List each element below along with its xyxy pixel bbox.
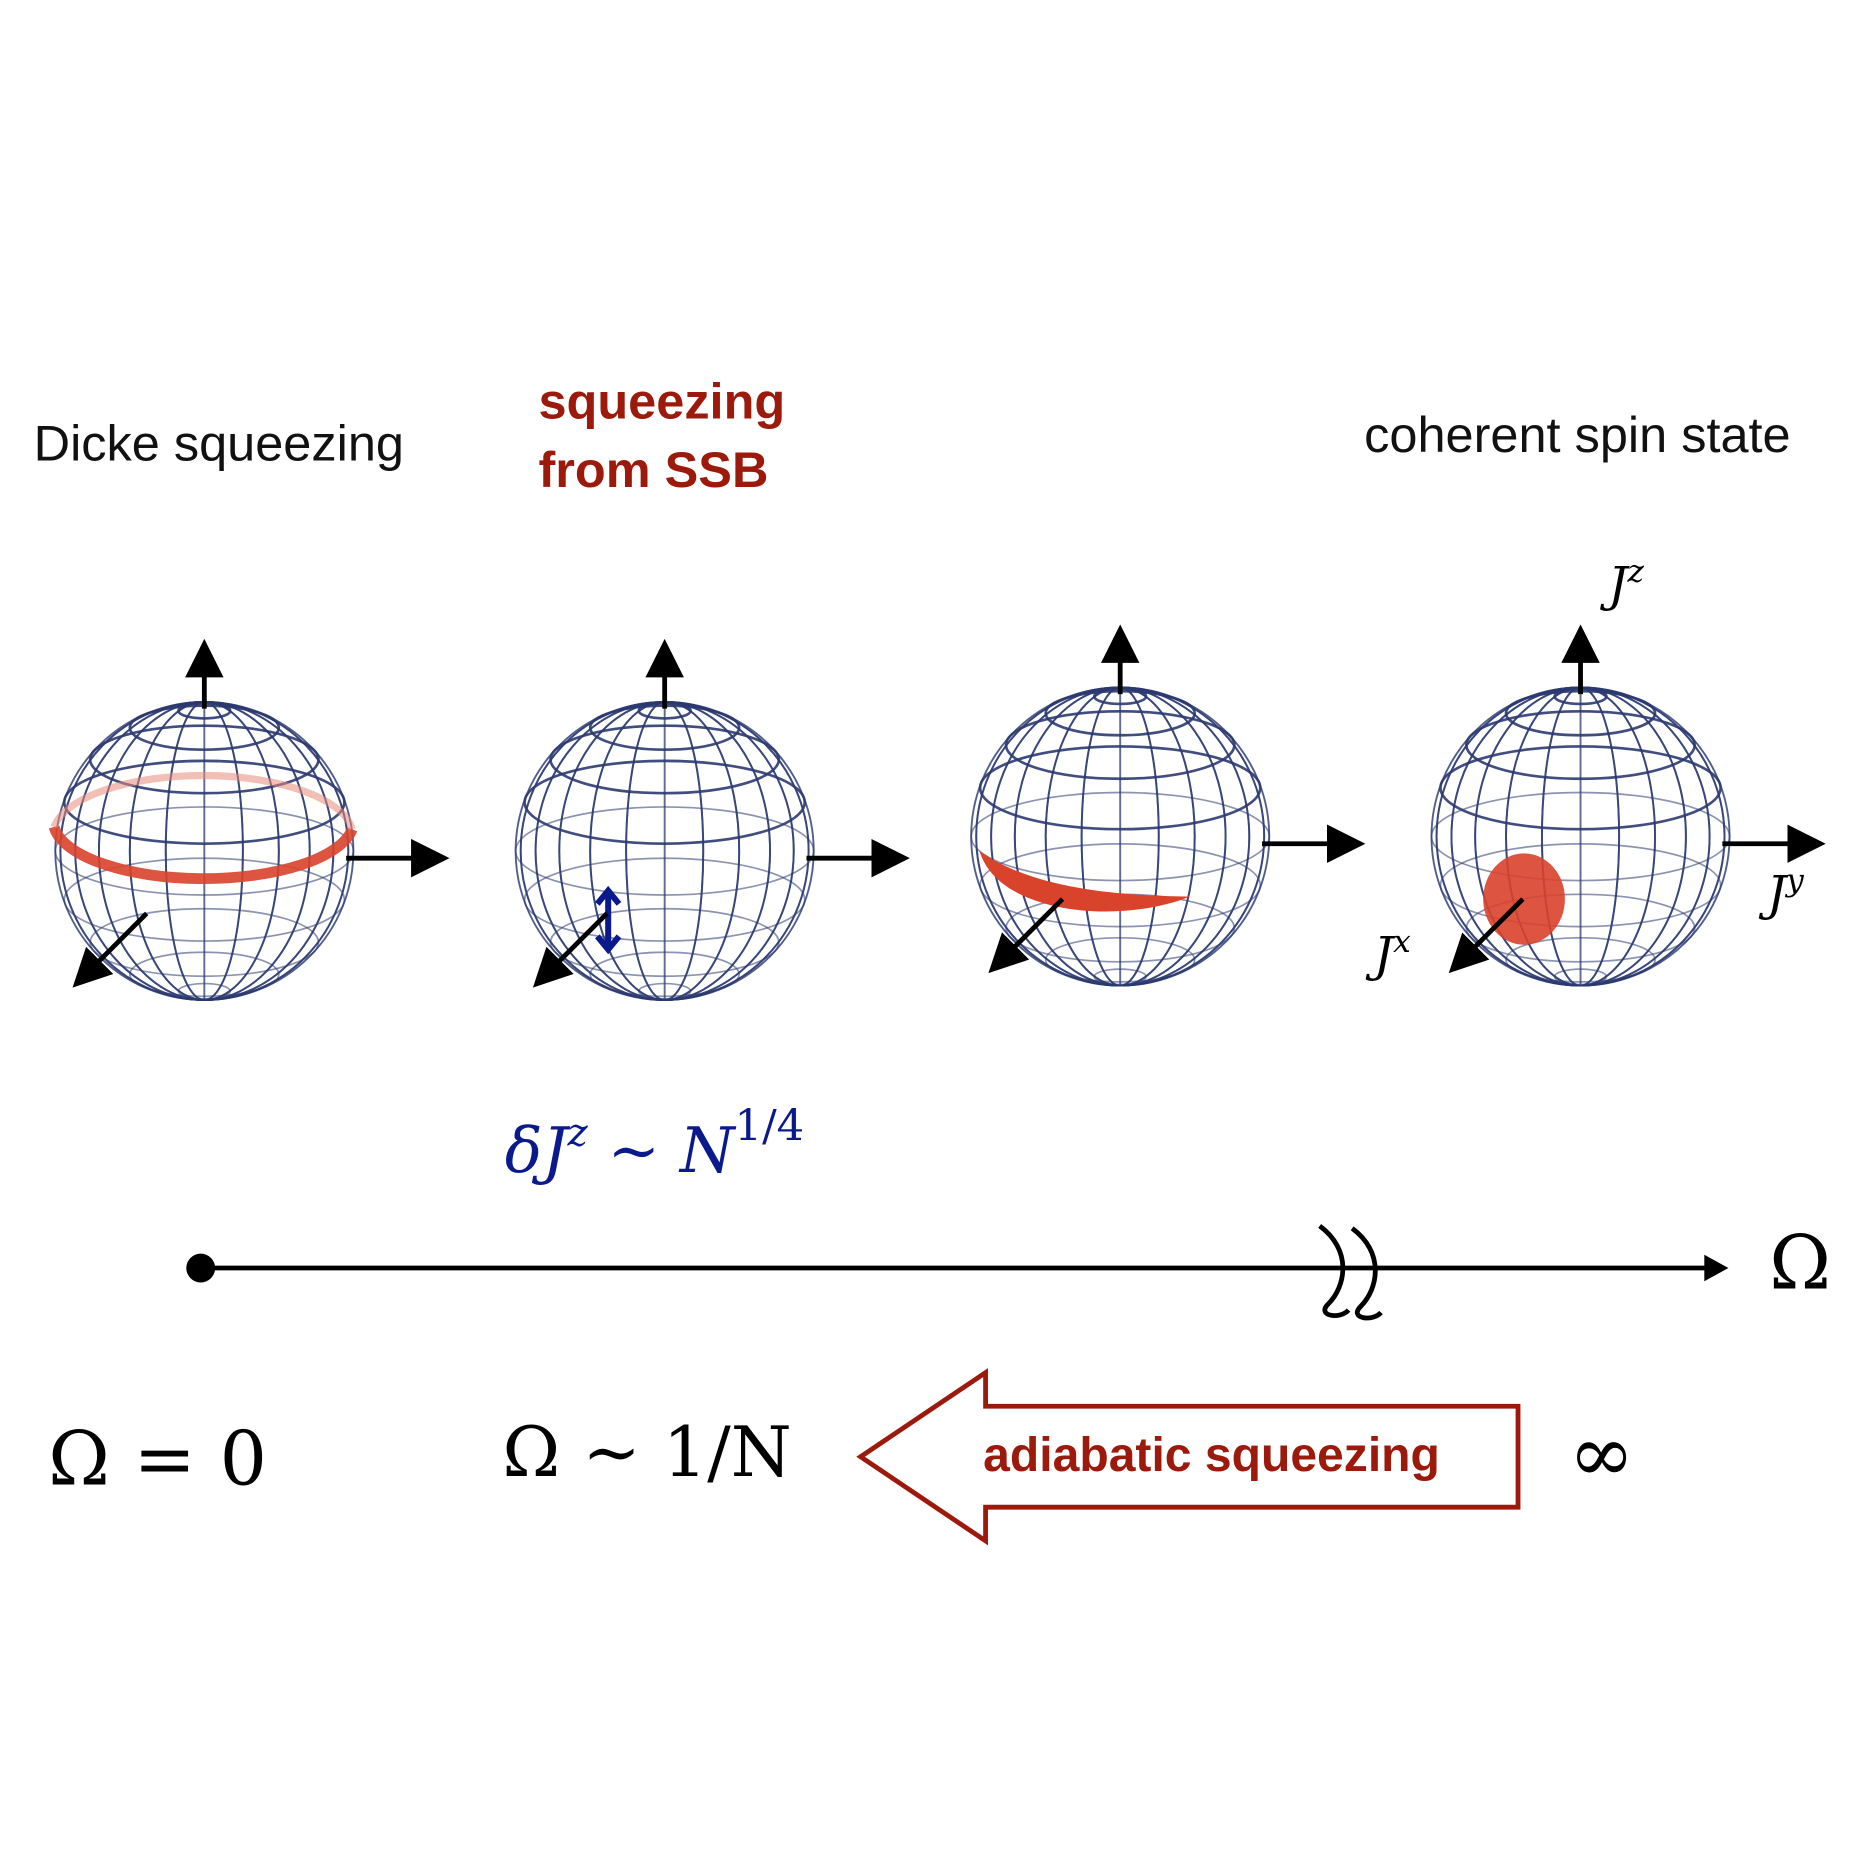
ssb-label-line2: from SSB: [538, 441, 768, 498]
jz-label: Jz: [1599, 554, 1644, 613]
ssb-arrow-icon: [595, 885, 622, 955]
adiabatic-squeezing-arrow: adiabatic squeezing: [856, 1368, 1521, 1546]
x-axis-arrow: [1448, 897, 1525, 974]
omega-zero-label: Ω = 0: [48, 1415, 267, 1502]
axis-label-omega: Ω: [1769, 1219, 1831, 1306]
latitude-line: [128, 951, 280, 998]
x-axis-arrow: [988, 897, 1065, 974]
bloch-sphere: [970, 686, 1271, 987]
adiabatic-label: adiabatic squeezing: [983, 1428, 1440, 1482]
x-axis-arrow: [72, 911, 149, 988]
jy-label: Jy: [1758, 863, 1804, 922]
dicke-label: Dicke squeezing: [34, 414, 404, 471]
latitude-line: [1505, 936, 1656, 983]
bloch-spheres: [54, 686, 1731, 1001]
omega-inv-n-label: Ω ∼ 1/N: [502, 1412, 791, 1493]
sphere-axes: [72, 624, 1826, 988]
bloch-sphere: [54, 700, 355, 1001]
dicke-ring: [48, 771, 358, 885]
latitude-line: [589, 951, 741, 998]
ssb-label-line1: squeezing: [538, 372, 785, 429]
infinity-label: ∞: [1569, 1407, 1635, 1500]
coherent-state: [1483, 853, 1565, 945]
coherent-label: coherent spin state: [1364, 406, 1790, 463]
axis-break-icon: [1318, 1224, 1383, 1321]
x-axis-arrow: [532, 911, 609, 988]
squeezed-state: [979, 850, 1190, 912]
omega-axis: [186, 1224, 1729, 1321]
latitude-line: [1044, 936, 1196, 983]
bloch-sphere: [514, 700, 815, 1001]
delta-jz-scaling: δJz ∼ N1/4: [505, 1102, 804, 1187]
bloch-sphere: [1430, 686, 1731, 987]
jx-label: Jx: [1365, 924, 1411, 983]
